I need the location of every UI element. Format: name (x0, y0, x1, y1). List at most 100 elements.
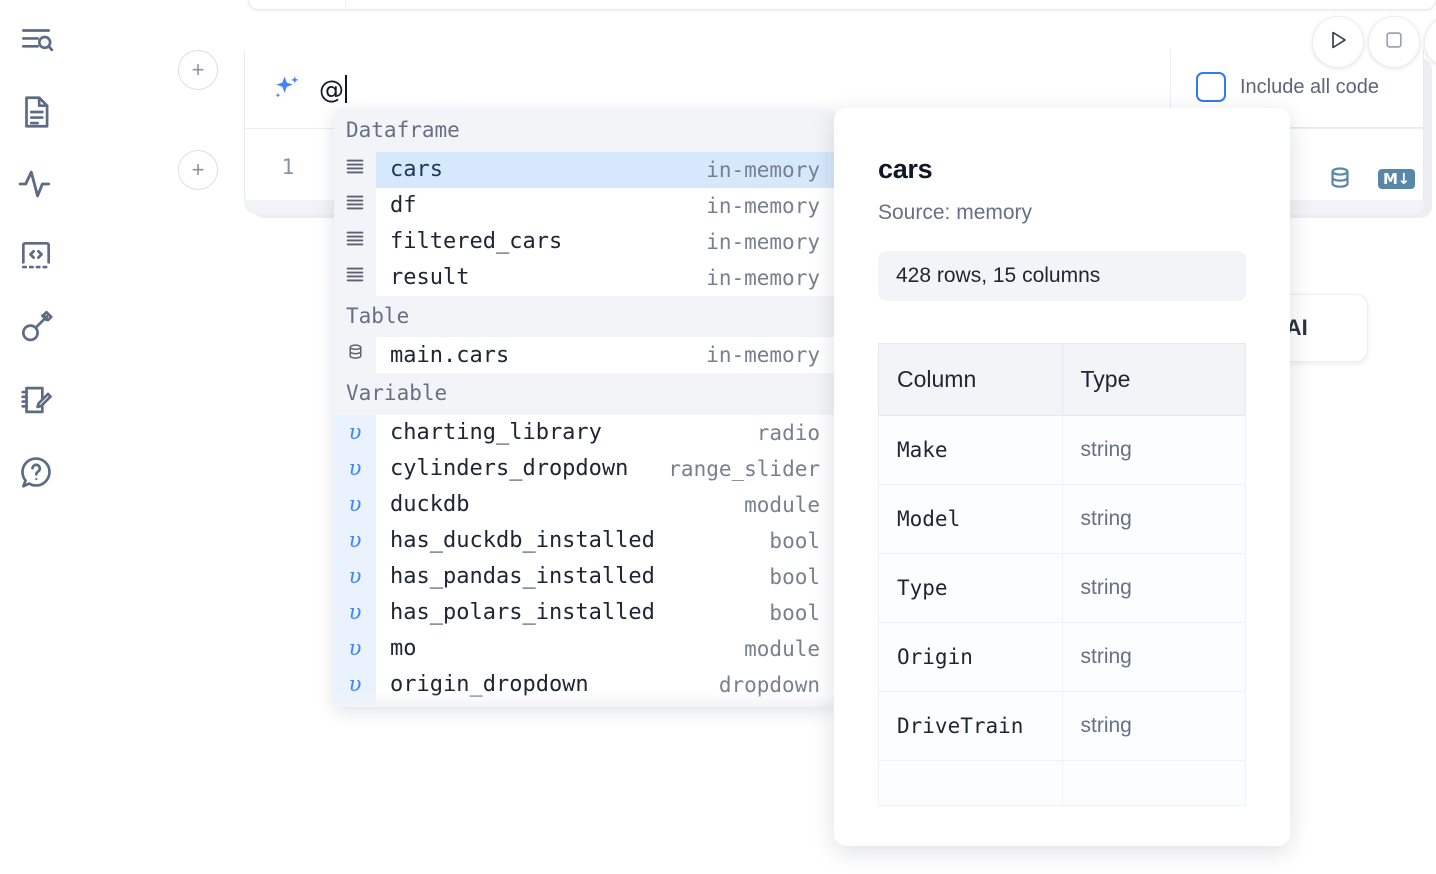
preview-column-name: Make (878, 415, 1063, 485)
autocomplete-item-meta: range_slider (668, 456, 820, 481)
sparkles-icon (269, 72, 303, 106)
autocomplete-item-meta: module (744, 636, 820, 661)
scratchpad-pencil-icon (17, 381, 55, 419)
autocomplete-item-name: mo (390, 636, 417, 661)
preview-table-header-cell: Column (878, 343, 1063, 416)
sidebar-item-outline-search[interactable] (14, 18, 58, 62)
markdown-letter: M (1383, 169, 1398, 188)
autocomplete-group-header: Table (334, 295, 834, 337)
sidebar-item-help[interactable] (14, 450, 58, 494)
dataframe-preview-panel: cars Source: memory 428 rows, 15 columns… (834, 108, 1290, 846)
preview-column-type: string (1061, 553, 1246, 623)
help-question-icon (17, 453, 55, 491)
preview-column-type: string (1061, 691, 1246, 761)
run-button[interactable] (1312, 16, 1364, 68)
autocomplete-item-name: filtered_cars (390, 229, 563, 254)
outline-search-icon (17, 21, 55, 59)
sidebar-item-scratchpad[interactable] (14, 378, 58, 422)
file-text-icon (17, 93, 55, 131)
autocomplete-item-name: has_pandas_installed (390, 564, 655, 589)
preview-column-type: string (1061, 622, 1246, 692)
preview-source: Source: memory (878, 201, 1033, 224)
plus-icon: + (191, 57, 205, 82)
variable-icon: υ (348, 564, 362, 588)
ai-prompt-value: @ (319, 74, 344, 104)
autocomplete-item[interactable]: υpdmodule (334, 702, 834, 707)
preview-column-name (878, 760, 1063, 806)
sidebar-item-snippets[interactable] (14, 234, 58, 278)
preview-column-type (1061, 760, 1246, 806)
stop-square-icon (1383, 29, 1405, 56)
ai-prompt-input[interactable]: @ (319, 74, 347, 104)
stop-button[interactable] (1368, 16, 1420, 68)
autocomplete-item-name: main.cars (390, 342, 510, 368)
autocomplete-item[interactable]: υ mo module (334, 630, 834, 667)
previous-cell-panel (248, 0, 1436, 10)
previous-cell-divider (345, 0, 346, 8)
autocomplete-item[interactable]: result in-memory (334, 259, 834, 296)
dataframe-icon (344, 228, 366, 255)
preview-table-header-cell: Type (1061, 343, 1246, 416)
code-line-number: 1 (281, 155, 295, 179)
autocomplete-item-meta: in-memory (706, 193, 820, 218)
autocomplete-item[interactable]: df in-memory (334, 187, 834, 224)
add-cell-above-button[interactable]: + (178, 50, 218, 90)
autocomplete-group-header: Dataframe (334, 110, 834, 152)
database-icon (345, 342, 366, 368)
cell-tools: M↓ (1326, 165, 1415, 193)
preview-column-name: Model (878, 484, 1063, 554)
dataframe-icon (344, 192, 366, 219)
variable-icon: υ (348, 636, 362, 660)
autocomplete-item-name: result (390, 265, 470, 290)
variable-icon: υ (348, 528, 362, 552)
dataframe-icon (344, 156, 366, 183)
autocomplete-group-header: Variable (334, 373, 834, 415)
autocomplete-item-name: duckdb (390, 492, 470, 517)
markdown-icon[interactable]: M↓ (1378, 168, 1415, 190)
preview-column-name: Origin (878, 622, 1063, 692)
autocomplete-item-name: df (390, 193, 417, 218)
variable-icon: υ (348, 600, 362, 624)
autocomplete-item-meta: bool (769, 600, 820, 625)
activity-pulse-icon (17, 165, 55, 203)
autocomplete-item-meta: radio (756, 420, 820, 445)
sidebar-item-activity[interactable] (14, 162, 58, 206)
text-caret (345, 74, 347, 103)
preview-column-type: string (1061, 484, 1246, 554)
autocomplete-item[interactable]: υ has_duckdb_installed bool (334, 522, 834, 559)
include-all-code-checkbox[interactable] (1196, 72, 1226, 102)
preview-table-row (878, 760, 1246, 806)
autocomplete-item-meta: dropdown (718, 672, 820, 697)
database-icon[interactable] (1326, 165, 1354, 193)
variable-icon: υ (348, 492, 362, 516)
include-all-code-control[interactable]: Include all code (1196, 72, 1379, 102)
preview-shape-badge: 428 rows, 15 columns (878, 251, 1246, 301)
sidebar-item-file[interactable] (14, 90, 58, 134)
add-cell-below-button[interactable]: + (178, 150, 218, 190)
preview-column-type: string (1061, 415, 1246, 485)
variable-icon: υ (348, 456, 362, 480)
include-all-code-label: Include all code (1240, 75, 1379, 98)
autocomplete-item-meta: in-memory (706, 265, 820, 290)
autocomplete-item-meta: bool (769, 528, 820, 553)
markdown-arrow: ↓ (1397, 169, 1410, 188)
autocomplete-item-name: origin_dropdown (390, 672, 589, 697)
autocomplete-item-name: has_duckdb_installed (390, 528, 655, 553)
preview-column-name: DriveTrain (878, 691, 1063, 761)
sidebar-item-secrets[interactable] (14, 306, 58, 350)
